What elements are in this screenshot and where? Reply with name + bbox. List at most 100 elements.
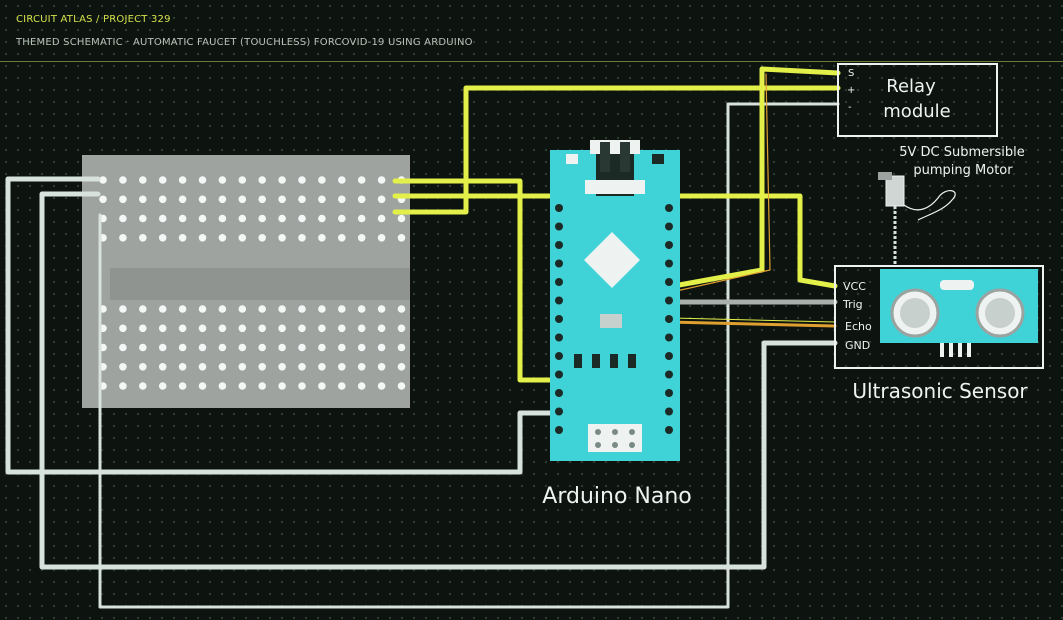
breadboard-hole [99,195,107,204]
breadboard [82,155,410,408]
breadboard-hole [158,195,167,204]
breadboard-hole [258,305,267,313]
breadboard-hole [298,305,306,313]
breadboard-hole [218,382,227,390]
breadboard-hole [298,343,306,352]
ultrasonic-sensor[interactable]: VCC Trig Echo GND Ultrasonic Sensor [834,265,1044,403]
breadboard-hole [178,176,187,184]
arduino-pin [665,222,673,231]
breadboard-hole [218,176,227,184]
arduino-pin [665,241,673,249]
breadboard-hole [218,343,227,352]
arduino-mid-pads [574,354,636,368]
breadboard-hole [238,195,247,204]
arduino-pin [665,204,673,212]
header-bar: CIRCUIT ATLAS / PROJECT 329 THEMED SCHEM… [0,0,1063,62]
sensor-pin-echo: Echo [845,320,872,333]
arduino-pin [665,315,673,323]
breadboard-hole [338,305,346,313]
breadboard-hole [258,363,267,371]
breadboard-hole [218,234,227,242]
arduino-pin [555,426,563,434]
sensor-pin-trig: Trig [842,298,863,311]
breadboard-hole [298,176,306,184]
breadboard-hole [298,363,306,371]
breadboard-hole [119,214,127,223]
arduino-pin [665,426,673,434]
breadboard-hole [357,305,366,313]
breadboard-hole [119,305,127,313]
arduino-pin [665,278,673,286]
breadboard-hole [258,234,267,242]
breadboard-hole [338,176,346,184]
breadboard-hole [338,195,346,204]
breadboard-hole [139,343,147,352]
breadboard-hole [238,234,247,242]
arduino-reset [652,154,664,164]
breadboard-hole [238,363,247,371]
breadboard-hole [158,176,167,184]
breadboard-hole [158,305,167,313]
relay-outline [837,63,998,137]
breadboard-hole [158,324,167,333]
breadboard-hole [278,363,286,371]
sensor-pin-gnd: GND [845,339,870,352]
breadboard-hole [357,343,366,352]
breadboard-hole [139,324,147,333]
arduino-pin [555,259,563,268]
arduino-nano[interactable] [550,140,680,461]
pump-motor[interactable]: 5V DC Submersible pumping Motor [878,145,1025,266]
wire-5v-arduino [392,178,560,383]
breadboard-divider [110,268,410,300]
arduino-pin [555,370,563,379]
breadboard-hole [139,214,147,223]
arduino-pin [555,389,563,397]
arduino-pin [665,407,673,416]
breadboard-hole [178,195,187,204]
sensor-crystal [940,280,974,290]
relay-pin-s: S [848,68,854,79]
arduino-pin [665,370,673,379]
arduino-pin [555,407,563,416]
breadboard-hole [298,195,306,204]
breadboard-hole [158,234,167,242]
breadboard-hole [377,176,386,184]
breadboard-hole [397,214,406,223]
breadboard-hole [258,382,267,390]
breadboard-hole [198,176,207,184]
arduino-logo-icon [584,232,640,288]
sensor-label: Ultrasonic Sensor [852,379,1028,403]
arduino-icsp [588,424,642,452]
motor-label-line1: 5V DC Submersible [899,145,1025,160]
breadboard-hole [318,176,326,184]
breadboard-hole [338,382,346,390]
breadboard-hole [119,382,127,390]
breadboard-hole [119,234,127,242]
breadboard-hole [377,234,386,242]
arduino-pin [665,259,673,268]
relay-module[interactable]: Relay module S + - [837,63,998,137]
breadboard-hole [357,214,366,223]
breadboard-hole [338,363,346,371]
arduino-label: Arduino Nano [542,484,691,509]
breadboard-hole [278,305,286,313]
breadboard-hole [357,176,366,184]
wire-gnd-sensor [39,191,838,570]
breadboard-hole [338,343,346,352]
sensor-outline [834,265,1044,369]
breadboard-hole [318,382,326,390]
breadboard-hole [178,234,187,242]
breadboard-hole [377,363,386,371]
breadboard-hole [298,324,306,333]
motor-label-line2: pumping Motor [913,163,1013,178]
breadboard-hole [178,305,187,313]
wire-echo-trace [671,317,836,323]
breadboard-hole [158,214,167,223]
breadboard-hole [238,176,247,184]
arduino-pin [665,389,673,397]
arduino-pin [555,296,563,305]
breadcrumb[interactable]: CIRCUIT ATLAS / PROJECT 329 [16,14,171,25]
breadboard-hole [139,176,147,184]
